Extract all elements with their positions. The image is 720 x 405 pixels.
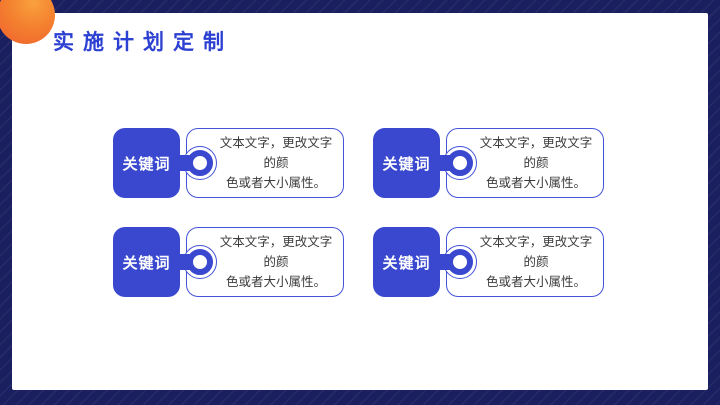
text-line: 文本文字，更改文字的颜 bbox=[479, 135, 593, 170]
puzzle-knob-icon bbox=[186, 249, 213, 275]
slide-panel: 实施计划定制 关键词 文本文字，更改文字的颜 色或者大小属性。 关键词 文本文字… bbox=[12, 13, 708, 390]
text-line: 色或者大小属性。 bbox=[485, 176, 586, 191]
puzzle-knob-icon bbox=[446, 150, 473, 176]
text-line: 文本文字，更改文字的颜 bbox=[479, 234, 593, 269]
text-line: 文本文字，更改文字的颜 bbox=[219, 135, 333, 170]
text-line: 文本文字，更改文字的颜 bbox=[219, 234, 333, 269]
keyword-card-1: 关键词 文本文字，更改文字的颜 色或者大小属性。 bbox=[113, 128, 345, 198]
keyword-label: 关键词 bbox=[373, 128, 440, 198]
keyword-label: 关键词 bbox=[113, 128, 180, 198]
text-line: 色或者大小属性。 bbox=[225, 275, 326, 290]
keyword-text-box: 文本文字，更改文字的颜 色或者大小属性。 bbox=[446, 227, 604, 297]
puzzle-knob-icon bbox=[446, 249, 473, 275]
puzzle-knob-icon bbox=[186, 150, 213, 176]
keyword-card-2: 关键词 文本文字，更改文字的颜 色或者大小属性。 bbox=[373, 128, 605, 198]
keyword-card-3: 关键词 文本文字，更改文字的颜 色或者大小属性。 bbox=[113, 227, 345, 297]
slide-title: 实施计划定制 bbox=[53, 31, 233, 54]
text-line: 色或者大小属性。 bbox=[225, 176, 326, 191]
text-line: 色或者大小属性。 bbox=[485, 275, 586, 290]
keyword-label: 关键词 bbox=[113, 227, 180, 297]
keyword-card-4: 关键词 文本文字，更改文字的颜 色或者大小属性。 bbox=[373, 227, 605, 297]
keyword-label: 关键词 bbox=[373, 227, 440, 297]
